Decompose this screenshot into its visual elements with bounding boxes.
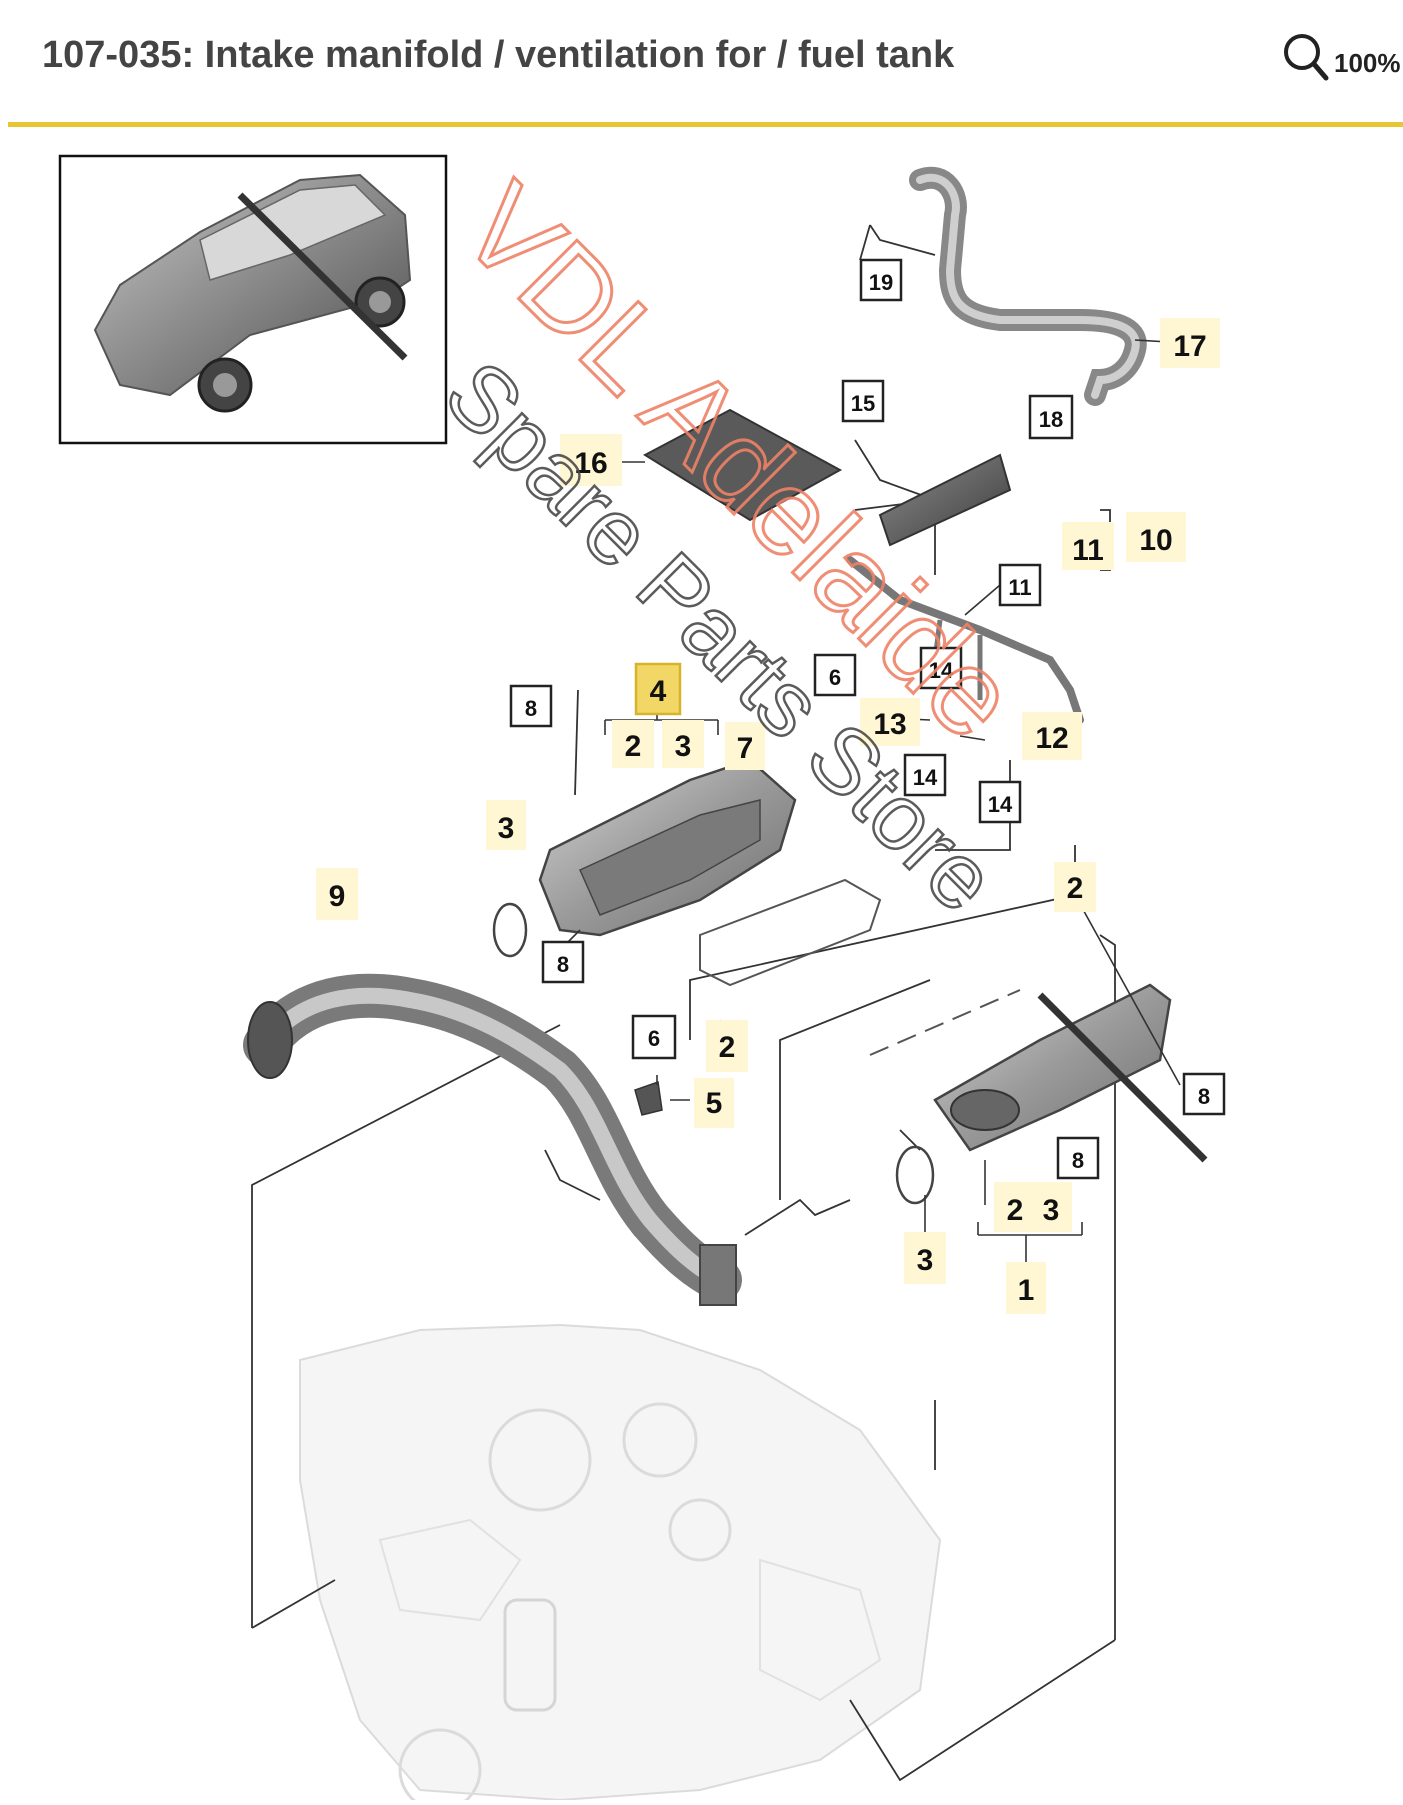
callout-5[interactable]: 5 [694,1078,734,1128]
callout-6-upper[interactable]: 6 [813,653,857,697]
callout-label: 11 [1008,575,1031,600]
callout-label: 8 [1072,1148,1084,1173]
magnifier-icon [1284,34,1329,81]
part-o-ring-right[interactable] [895,1145,935,1205]
callout-label: 14 [988,792,1013,817]
callout-16[interactable]: 16 [560,434,622,486]
engine-block [299,1323,942,1805]
callout-4-highlighted[interactable]: 4 [634,662,682,716]
callout-label: 3 [675,730,692,763]
callout-13[interactable]: 13 [860,698,920,746]
callout-label: 16 [574,447,607,480]
callout-9[interactable]: 9 [316,868,358,920]
callout-3-right[interactable]: 3 [1030,1182,1072,1232]
callout-label: 17 [1173,330,1206,363]
callout-label: 6 [829,665,841,690]
callout-label: 2 [1007,1194,1024,1227]
page-title: 107-035: Intake manifold / ventilation f… [42,34,955,76]
callout-label: 14 [929,658,954,683]
callout-label: 8 [525,696,537,721]
watermark-strike-right [1037,992,1208,1163]
parts-diagram: 19 17 15 18 16 11 10 11 8 4 2 3 7 6 14 1… [0,130,1403,1805]
callout-label: 9 [329,880,346,913]
callout-1[interactable]: 1 [1006,1262,1046,1314]
callout-11-lower[interactable]: 11 [998,563,1042,607]
part-gasket-right[interactable] [869,989,1021,1056]
part-insulation-pad[interactable] [642,408,843,522]
callout-label: 2 [719,1031,736,1064]
zoom-control[interactable]: 100% [1280,30,1403,90]
part-upper-vent-pipe[interactable] [909,166,1147,406]
header-divider [8,122,1403,127]
callout-11-upper[interactable]: 11 [1062,522,1114,570]
group-frames [251,224,1116,1782]
part-gasket-left[interactable] [699,878,882,987]
vehicle-thumbnail[interactable] [58,154,448,445]
callout-2-upper[interactable]: 2 [612,720,654,768]
callout-label: 4 [650,675,667,708]
part-intake-pipe[interactable] [243,973,742,1306]
callout-2-right[interactable]: 2 [994,1182,1036,1232]
callout-label: 2 [1067,872,1084,905]
callout-label: 8 [557,952,569,977]
callout-label: 5 [706,1087,723,1120]
callout-label: 19 [869,270,893,295]
part-o-ring-left[interactable] [492,902,528,958]
callout-label: 10 [1139,524,1172,557]
callout-label: 8 [1198,1084,1210,1109]
callout-3-lower[interactable]: 3 [904,1232,946,1284]
callout-label: 18 [1039,407,1063,432]
callout-label: 7 [737,732,754,765]
callout-14-a[interactable]: 14 [919,646,963,690]
callout-18[interactable]: 18 [1028,394,1074,440]
callout-label: 3 [917,1244,934,1277]
part-intake-manifold-right[interactable] [933,983,1172,1152]
callout-14-b[interactable]: 14 [903,753,947,797]
callout-15[interactable]: 15 [841,379,885,423]
callout-8-right[interactable]: 8 [1182,1072,1226,1116]
header-bar: 107-035: Intake manifold / ventilation f… [0,0,1403,128]
callout-label: 1 [1018,1274,1035,1307]
callout-2-right-top[interactable]: 2 [1054,862,1096,912]
callout-2-mid[interactable]: 2 [706,1020,748,1072]
callout-label: 3 [498,812,515,845]
zoom-level: 100% [1334,48,1401,78]
callout-17[interactable]: 17 [1160,318,1220,368]
callout-19[interactable]: 19 [859,258,903,302]
callout-label: 12 [1035,722,1068,755]
callout-label: 2 [625,730,642,763]
callout-8-mid[interactable]: 8 [541,940,585,984]
callout-label: 6 [648,1026,660,1051]
callout-6-lower[interactable]: 6 [631,1014,677,1060]
callout-8-upper[interactable]: 8 [509,684,553,728]
callout-8-lower[interactable]: 8 [1056,1136,1100,1180]
callout-10[interactable]: 10 [1126,512,1186,562]
callout-label: 13 [873,708,906,741]
callout-3-left[interactable]: 3 [486,800,526,850]
callout-label: 3 [1043,1194,1060,1227]
callout-12[interactable]: 12 [1022,712,1082,760]
watermark-strike-left [237,192,408,361]
callout-7[interactable]: 7 [725,722,765,770]
callout-3-upper[interactable]: 3 [662,720,704,768]
part-intake-manifold-left[interactable] [538,758,797,937]
part-sensor[interactable] [634,1080,663,1116]
callout-label: 15 [851,391,875,416]
callout-14-c[interactable]: 14 [978,780,1022,824]
callout-label: 11 [1072,534,1104,567]
callout-label: 14 [913,765,938,790]
